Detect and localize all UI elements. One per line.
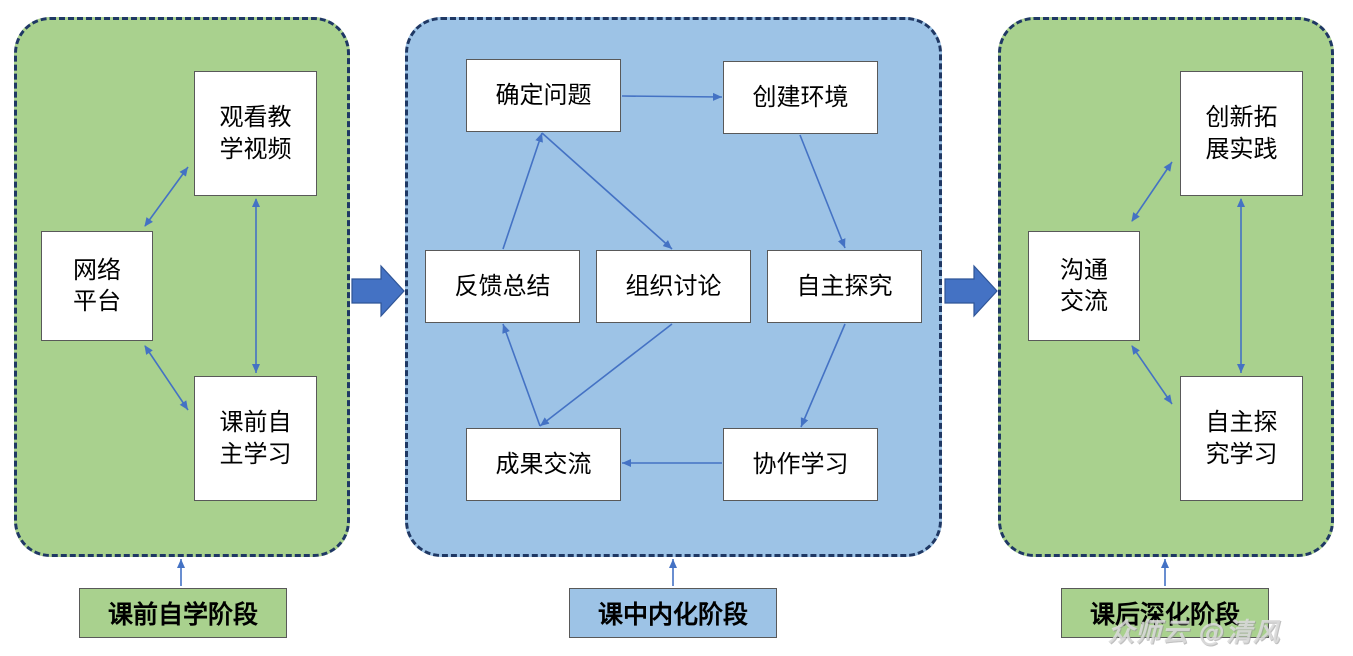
stage-arrow-2 [944, 264, 998, 318]
node-inquiry-learning-line1: 自主探 [1205, 408, 1278, 437]
stage-label-in: 课中内化阶段 [569, 588, 777, 638]
arrow-communicate-innovate [1131, 161, 1173, 222]
node-define-problem-label: 确定问题 [495, 80, 592, 109]
node-network-platform-line1: 网络 [73, 255, 121, 284]
stage-label-in-text: 课中内化阶段 [597, 600, 748, 629]
arrow-communicate-inquiry [1131, 345, 1173, 405]
node-feedback-summary: 反馈总结 [425, 250, 580, 323]
node-self-explore-label: 自主探究 [796, 271, 893, 300]
arrow-discuss-results [539, 323, 673, 427]
arrow-explore-collab [800, 323, 846, 428]
node-organize-discussion: 组织讨论 [596, 250, 751, 323]
arrow-results-feedback [502, 323, 541, 427]
arrow-platform-video [144, 166, 189, 227]
arrow-feedback-define [502, 132, 543, 250]
stage-label-pre-text: 课前自学阶段 [107, 600, 258, 629]
node-create-environment: 创建环境 [723, 61, 878, 134]
stage-label-pre: 课前自学阶段 [79, 588, 287, 638]
node-innovate-practice-line1: 创新拓 [1205, 103, 1278, 132]
node-network-platform-line2: 平台 [73, 287, 121, 315]
node-define-problem: 确定问题 [466, 59, 621, 132]
watermark: 众师云 @清风 [1108, 618, 1281, 648]
node-watch-video-line2: 学视频 [219, 134, 292, 163]
arrow-platform-selfstudy [144, 345, 189, 411]
arrow-define-environment [621, 92, 723, 101]
stage-label-post: 课后深化阶段 [1061, 588, 1269, 638]
node-communicate-line2: 交流 [1060, 287, 1108, 315]
node-create-environment-label: 创建环境 [752, 82, 849, 111]
node-watch-video-line1: 观看教 [219, 103, 292, 132]
node-innovate-practice-line2: 展实践 [1205, 134, 1278, 163]
node-collaborative-learning-label: 协作学习 [752, 449, 849, 478]
node-results-exchange-label: 成果交流 [495, 449, 592, 478]
arrow-define-discuss [541, 132, 673, 250]
node-watch-video: 观看教学视频 [194, 71, 317, 196]
node-inquiry-learning: 自主探究学习 [1180, 376, 1303, 501]
node-innovate-practice: 创新拓展实践 [1180, 71, 1303, 196]
stage-label-post-text: 课后深化阶段 [1089, 600, 1240, 629]
node-communicate: 沟通交流 [1028, 231, 1140, 341]
node-self-explore: 自主探究 [767, 250, 922, 323]
node-pre-self-study-line2: 主学习 [219, 439, 292, 468]
node-feedback-summary-label: 反馈总结 [454, 271, 551, 300]
node-pre-self-study-line1: 课前自 [219, 408, 292, 437]
node-network-platform: 网络平台 [41, 231, 153, 341]
node-inquiry-learning-line2: 究学习 [1205, 439, 1278, 468]
node-pre-self-study: 课前自主学习 [194, 376, 317, 501]
stage-arrow-1 [351, 264, 405, 318]
node-results-exchange: 成果交流 [466, 428, 621, 501]
node-organize-discussion-label: 组织讨论 [625, 271, 722, 300]
node-communicate-line1: 沟通 [1060, 255, 1108, 284]
arrow-environment-explore [799, 134, 846, 249]
node-collaborative-learning: 协作学习 [723, 428, 878, 501]
